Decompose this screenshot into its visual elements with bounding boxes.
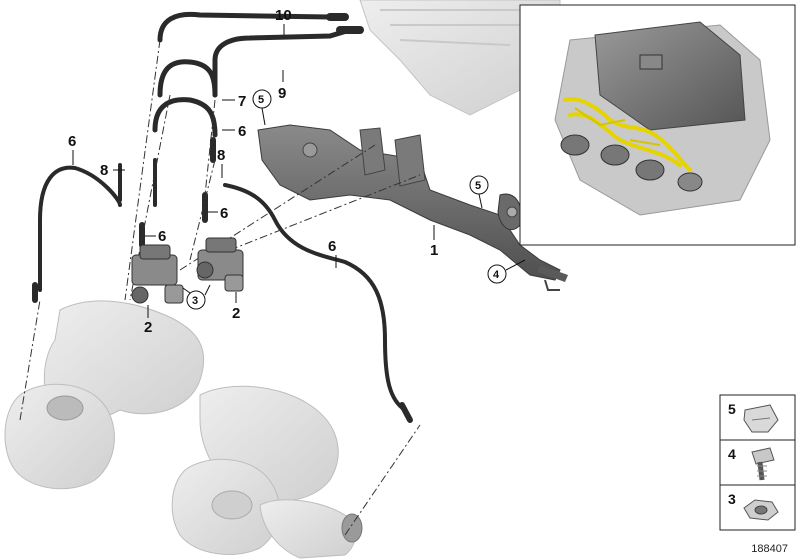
engine-overview-inset [519, 4, 796, 246]
hose-part-8-left [118, 158, 157, 207]
hose-part-9 [212, 27, 353, 98]
legend-number-3: 3 [728, 491, 736, 507]
bracket-part-1 [257, 124, 568, 291]
circled-callout-5-b: 5 [475, 180, 481, 192]
engine-cover [594, 21, 746, 131]
solenoid-valve-left [131, 244, 184, 304]
callout-1: 1 [430, 242, 438, 259]
circled-callout-5-a: 5 [258, 94, 264, 106]
exhaust-manifold-ghost [4, 300, 363, 559]
hose-part-7 [157, 59, 218, 98]
callout-8-a: 8 [100, 162, 108, 179]
vacuum-hoses [32, 11, 413, 423]
drawing-number: 188407 [751, 543, 788, 555]
hose-part-10 [157, 11, 333, 43]
callout-2-b: 2 [232, 305, 240, 322]
callout-6-c: 6 [220, 205, 228, 222]
callout-2-a: 2 [144, 319, 152, 336]
nut-icon [743, 499, 779, 521]
callout-6-a: 6 [238, 123, 246, 140]
hose-part-6-top [152, 97, 218, 138]
circled-callout-3: 3 [192, 295, 198, 307]
plastic-clip-icon [743, 404, 779, 433]
part-callouts: 10 9 7 6 6 8 8 6 6 6 1 2 2 [68, 7, 438, 336]
hardware-legend: 5 4 3 [719, 394, 796, 531]
legend-number-4: 4 [728, 446, 736, 462]
callout-8-b: 8 [217, 147, 225, 164]
callout-6-e: 6 [328, 238, 336, 255]
callout-6-d: 6 [158, 228, 166, 245]
circled-callouts: 5 5 4 3 [182, 89, 526, 310]
callout-10: 10 [275, 7, 292, 24]
hose-part-6-left [38, 165, 122, 292]
legend-number-5: 5 [728, 401, 736, 417]
callout-7: 7 [238, 93, 246, 110]
callout-6-b: 6 [68, 133, 76, 150]
bolt-icon [751, 447, 775, 481]
intake-manifold-ghost [359, 0, 561, 116]
solenoid-valve-right [196, 237, 244, 292]
hose-part-6-long [223, 183, 407, 412]
circled-callout-4: 4 [493, 269, 500, 281]
callout-9: 9 [278, 85, 286, 102]
